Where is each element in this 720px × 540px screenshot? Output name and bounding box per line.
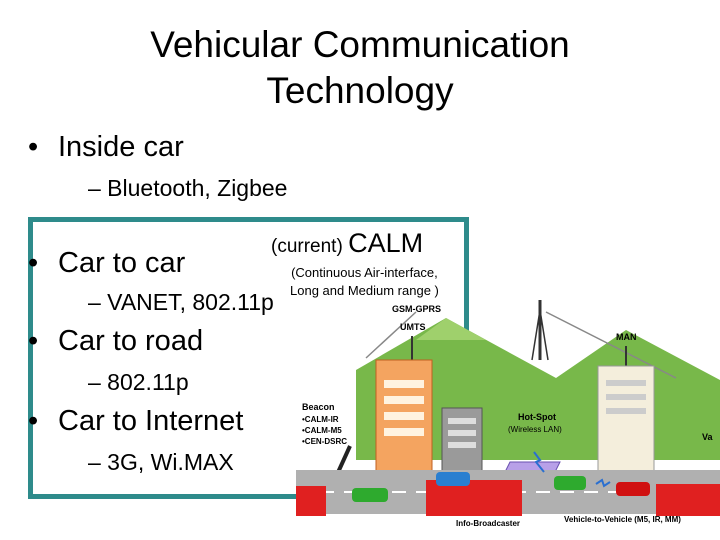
bullet-dot: • — [28, 247, 39, 279]
bullet-car-to-internet: • Car to Internet — [26, 404, 243, 438]
title-line-2: Technology — [266, 70, 454, 111]
hotspot-sublabel: (Wireless LAN) — [508, 425, 562, 434]
calm-title: CALM — [348, 228, 424, 258]
car-red — [616, 482, 650, 496]
building-windows — [384, 380, 424, 388]
calm-desc-line-1: (Continuous Air-interface, — [291, 265, 438, 280]
car-blue — [436, 472, 470, 486]
bullet-car-to-car: • Car to car — [26, 246, 185, 280]
sub-car-to-car: – VANET, 802.11p — [88, 289, 274, 315]
va-label: Va — [702, 432, 714, 442]
sub-car-to-internet: – 3G, Wi.MAX — [88, 449, 234, 475]
man-label: MAN — [616, 332, 637, 342]
v2v-label: Vehicle-to-Vehicle (M5, IR, MM) — [564, 515, 681, 524]
bullet-dot: • — [28, 131, 39, 163]
radio-tower-leg — [539, 309, 549, 361]
title-line-1: Vehicular Communication — [150, 24, 570, 65]
beacon-item: •CEN-DSRC — [302, 437, 347, 446]
bullet-text: Inside car — [58, 131, 184, 163]
bullet-inside-car: • Inside car — [26, 130, 184, 164]
bullet-text: Car to Internet — [58, 405, 244, 437]
hotspot-label: Hot-Spot — [518, 412, 556, 422]
building-windows — [606, 380, 646, 386]
calm-desc-line-2: Long and Medium range ) — [290, 283, 439, 298]
roadside-block — [656, 484, 720, 516]
hill-highlight — [416, 318, 486, 340]
sub-inside-car: – Bluetooth, Zigbee — [88, 175, 288, 201]
calm-description: (Continuous Air-interface, Long and Medi… — [290, 264, 439, 300]
signal-bolt-icon — [595, 478, 611, 488]
bullet-car-to-road: • Car to road — [26, 324, 203, 358]
signal-bolt-icon — [533, 451, 545, 473]
beacon-item: •CALM-M5 — [302, 426, 342, 435]
car-green-2 — [554, 476, 586, 490]
bullet-text: Car to car — [58, 247, 186, 279]
calm-scenario-diagram: GSM-GPRS UMTS MAN Beacon •CALM-IR •CALM-… — [296, 300, 720, 528]
beacon-label: Beacon — [302, 402, 335, 412]
building-windows — [384, 396, 424, 404]
building-windows — [606, 408, 646, 414]
signal-arc — [365, 311, 417, 359]
roadside-block — [296, 486, 326, 516]
info-broadcaster-label: Info-Broadcaster — [456, 519, 520, 528]
building-windows — [384, 428, 424, 436]
sub-car-to-road: – 802.11p — [88, 369, 189, 395]
radio-tower-leg — [531, 309, 541, 361]
umts-label: UMTS — [400, 322, 426, 332]
calm-prefix: (current) — [271, 236, 349, 257]
building-windows — [448, 418, 476, 424]
car-green — [352, 488, 388, 502]
building-windows — [448, 442, 476, 448]
bullet-dot: • — [28, 325, 39, 357]
beacon-item: •CALM-IR — [302, 415, 339, 424]
gsm-label: GSM-GPRS — [392, 304, 441, 314]
building-windows — [448, 430, 476, 436]
calm-heading: (current) CALM — [271, 228, 423, 259]
building-windows — [384, 412, 424, 420]
bullet-dot: • — [28, 405, 39, 437]
slide-title: Vehicular Communication Technology — [0, 22, 720, 114]
building-windows — [606, 394, 646, 400]
bullet-text: Car to road — [58, 325, 204, 357]
